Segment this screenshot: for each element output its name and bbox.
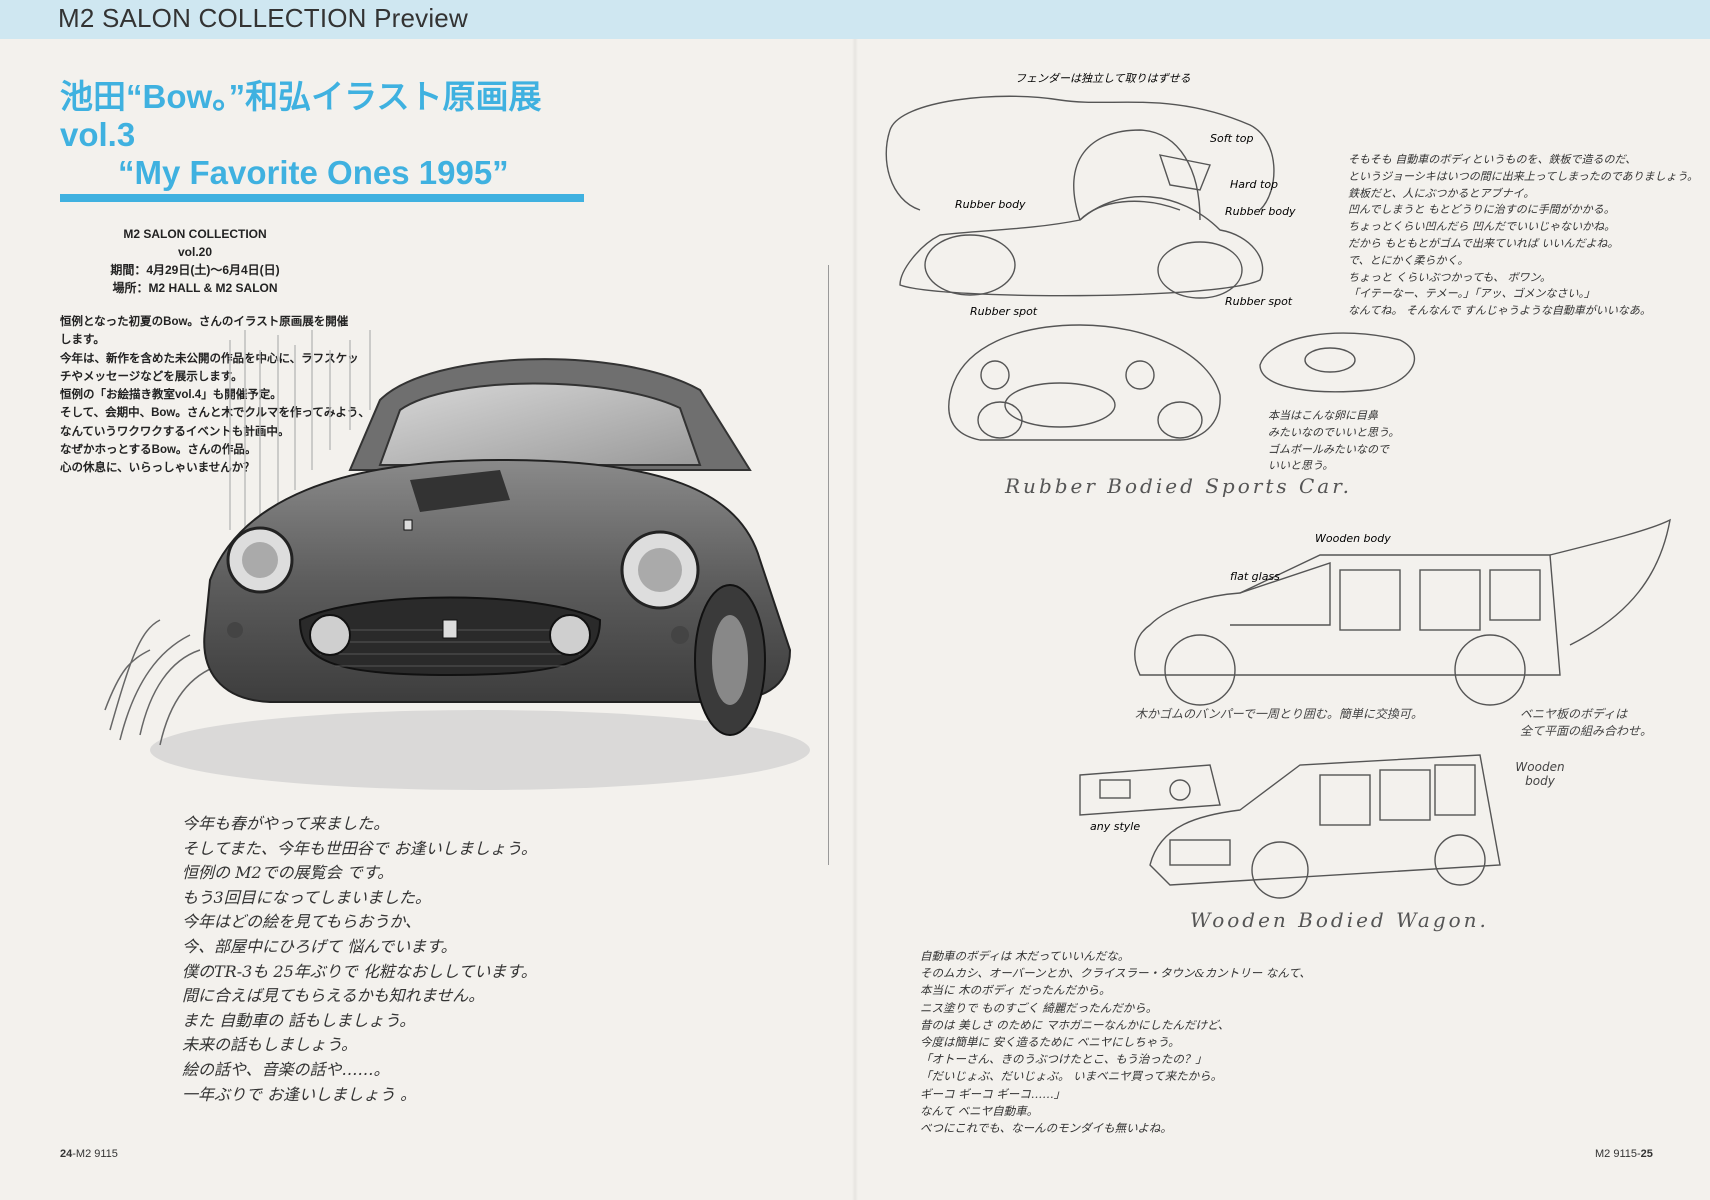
caption-rubber-car: Rubber Bodied Sports Car. [1005, 474, 1352, 498]
note-line: いいと思う。 [1268, 459, 1334, 473]
note-line: 「だいじょぶ、だいじょぶ。 いまベニヤ買って来たから。 [920, 1069, 1223, 1084]
letter-line: 今年も春がやって来ました。 [182, 814, 390, 833]
page-number-left: 24-M2 9115 [60, 1148, 118, 1160]
intro-text: 恒例となった初夏のBow。さんのイラスト原画展を開催 します。 今年は、新作を含… [60, 313, 370, 478]
note-line: そもそも 自動車のボディというものを、鉄板で造るのだ、 [1348, 153, 1637, 166]
label-rubber-spot-left: Rubber spot [970, 305, 1038, 318]
note-line: ちょっとくらい凹んだら 凹んだでいいじゃないかね。 [1348, 220, 1616, 234]
letter-line: もう3回目になってしまいました。 [182, 887, 431, 907]
intro-line: なぜかホっとするBow。さんの作品。 [60, 444, 257, 457]
exhibit-heading: 池田“Bow。”和弘イラスト原画展 vol.3 “My Favorite One… [60, 78, 585, 192]
intro-line: します。 [60, 334, 105, 347]
info-line: 場所：M2 HALL & M2 SALON [112, 281, 278, 295]
note-line: 「オトーさん、きのうぶつけたとこ、もう治ったの？」 [920, 1052, 1207, 1067]
exhibit-info: M2 SALON COLLECTION vol.20 期間：4月29日(土)〜6… [105, 225, 285, 297]
label-wooden-body-2: Wooden body [1515, 760, 1565, 788]
egg-note: 本当はこんな卵に目鼻 みたいなのでいいと思う。 ゴムボールみたいなので いいと思… [1268, 408, 1399, 475]
note-line: そのムカシ、オーバーンとか、クライスラー・タウン&カントリー なんて、 [920, 966, 1311, 981]
header-title: M2 SALON COLLECTION Preview [58, 3, 468, 33]
intro-line: 恒例の「お絵描き教室vol.4」も開催予定。 [60, 389, 282, 402]
intro-line: そして、会期中、Bow。さんと木でクルマを作ってみよう、 [60, 407, 370, 420]
label-rubber-body-left: Rubber body [955, 198, 1026, 211]
intro-line: なんていうワクワクするイベントも計画中。 [60, 425, 290, 438]
note-line: なんて ベニヤ自動車。 [920, 1103, 1039, 1118]
page-number-prefix: M2 9115- [1595, 1148, 1641, 1160]
margin-line [828, 265, 829, 865]
caption-wooden-wagon: Wooden Bodied Wagon. [1190, 908, 1489, 932]
note-line: だから もともとがゴムで出来ていれば いいんだよね。 [1348, 236, 1619, 250]
letter-line: 僕のTR-3も 25年ぶりで 化粧なおししています。 [182, 961, 537, 981]
note-line: で、とにかく柔らかく。 [1348, 253, 1469, 267]
info-line: M2 SALON COLLECTION [123, 227, 267, 241]
note-line: 今度は簡単に 安く造るために ベニヤにしちゃう。 [920, 1035, 1180, 1050]
letter-line: 今年はどの絵を見てもらおうか、 [182, 912, 421, 932]
spread-gutter [852, 39, 858, 1200]
wooden-wagon-notes: 自動車のボディは 木だっていいんだな。 そのムカシ、オーバーンとか、クライスラー… [920, 948, 1311, 1137]
letter-line: そしてまた、今年も世田谷で お逢いしましょう。 [182, 838, 537, 858]
note-line: 自動車のボディは 木だっていいんだな。 [920, 949, 1130, 963]
page-number-suffix: -M2 9115 [72, 1148, 118, 1160]
intro-line: 今年は、新作を含めた未公開の作品を中心に、ラフスケッ [60, 352, 359, 365]
note-line: 鉄板だと、人にぶつかるとアブナイ。 [1348, 186, 1535, 200]
header-band: M2 SALON COLLECTION Preview [0, 0, 1710, 39]
rubber-car-notes: そもそも 自動車のボディというものを、鉄板で造るのだ、 というジョーシキはいつの… [1348, 152, 1698, 320]
note-line: ギーコ ギーコ ギーコ……」 [920, 1086, 1066, 1101]
letter-line: また 自動車の 話もしましょう。 [182, 1010, 416, 1030]
wooden-wagon-sketch: Wooden body flat glass [1134, 518, 1671, 706]
note-line: 昔のは 美しさ のために マホガニーなんかにしたんだけど、 [920, 1017, 1230, 1032]
note-line: ちょっと くらいぶつかっても、 ボワン。 [1348, 270, 1551, 284]
left-page: 池田“Bow。”和弘イラスト原画展 vol.3 “My Favorite One… [0, 0, 855, 1161]
label-rubber-spot-right: Rubber spot [1225, 295, 1293, 308]
exhibit-heading-line1: 池田“Bow。”和弘イラスト原画展 vol.3 [60, 78, 542, 153]
plywood-note-1: ベニヤ板のボディは [1520, 707, 1628, 721]
letter-line: 一年ぶりで お逢いしましょう 。 [182, 1084, 417, 1104]
info-line: vol.20 [177, 245, 213, 259]
label-fender: フェンダーは独立して取りはずせる [1015, 72, 1191, 85]
label-flat-glass: flat glass [1230, 570, 1280, 583]
letter-line: 絵の話や、音楽の話や……。 [182, 1059, 390, 1079]
handwritten-letter: 今年も春がやって来ました。 そしてまた、今年も世田谷で お逢いしましょう。 恒例… [182, 812, 702, 1107]
intro-line: チやメッセージなどを展示します。 [60, 370, 243, 383]
note-line: みたいなのでいいと思う。 [1268, 425, 1400, 439]
info-line: 期間：4月29日(土)〜6月4日(日) [110, 263, 280, 277]
letter-line: 恒例の M2での展覧会 です。 [182, 863, 394, 883]
note-line: 本当はこんな卵に目鼻 [1268, 409, 1378, 422]
letter-line: 今、部屋中にひろげて 悩んでいます。 [182, 936, 457, 956]
wooden-wagon-front-sketch: any style [1079, 754, 1501, 899]
label-hard-top: Hard top [1230, 178, 1278, 191]
note-line: 凹んでしまうと もとどうりに治すのに手間がかかる。 [1348, 203, 1615, 217]
rubber-car-front-sketch [948, 324, 1416, 441]
intro-line: 恒例となった初夏のBow。さんのイラスト原画展を開催 [60, 316, 349, 328]
label-wooden-body: Wooden body [1315, 532, 1391, 545]
car-illustration [104, 330, 810, 790]
label-rubber-body-right: Rubber body [1225, 205, 1296, 218]
note-line: なんてね。 そんなんで すんじゃうような自動車がいいなあ。 [1348, 304, 1651, 318]
label-any-style: any style [1090, 820, 1140, 833]
page-number-right: M2 9115-25 [1595, 1148, 1653, 1160]
note-line: 本当に 木のボディ だったんだから。 [920, 983, 1111, 998]
plywood-note-2: 全て平面の組み合わせ。 [1520, 724, 1653, 738]
page-number-bold: 24 [60, 1148, 73, 1160]
note-line: というジョーシキはいつの間に出来上ってしまったのでありましょう。 [1348, 169, 1699, 183]
heading-rule [60, 194, 584, 202]
page-number-bold: 25 [1640, 1148, 1653, 1160]
note-line: ニス塗りで ものすごく 綺麗だったんだから。 [920, 1000, 1158, 1015]
letter-line: 未来の話もしましょう。 [182, 1035, 358, 1055]
note-line: ゴムボールみたいなので [1268, 442, 1389, 456]
exhibit-heading-line2: “My Favorite Ones 1995” [118, 154, 509, 191]
label-soft-top: Soft top [1210, 132, 1253, 145]
note-line: べつにこれでも、なーんのモンダイも無いよね。 [920, 1121, 1172, 1136]
intro-line: 心の休息に、いらっしゃいませんか？ [60, 462, 255, 475]
letter-line: 間に合えば見てもらえるかも知れません。 [182, 986, 485, 1006]
bumper-note: 木かゴムのバンパーで一周とり囲む。簡単に交換可。 [1135, 707, 1423, 721]
rubber-car-sketch: フェンダーは独立して取りはずせる Soft top Hard top Rubbe… [885, 72, 1296, 318]
note-line: 「イテーなー、テメー。」「アッ、ゴメンなさい。」 [1348, 287, 1595, 301]
